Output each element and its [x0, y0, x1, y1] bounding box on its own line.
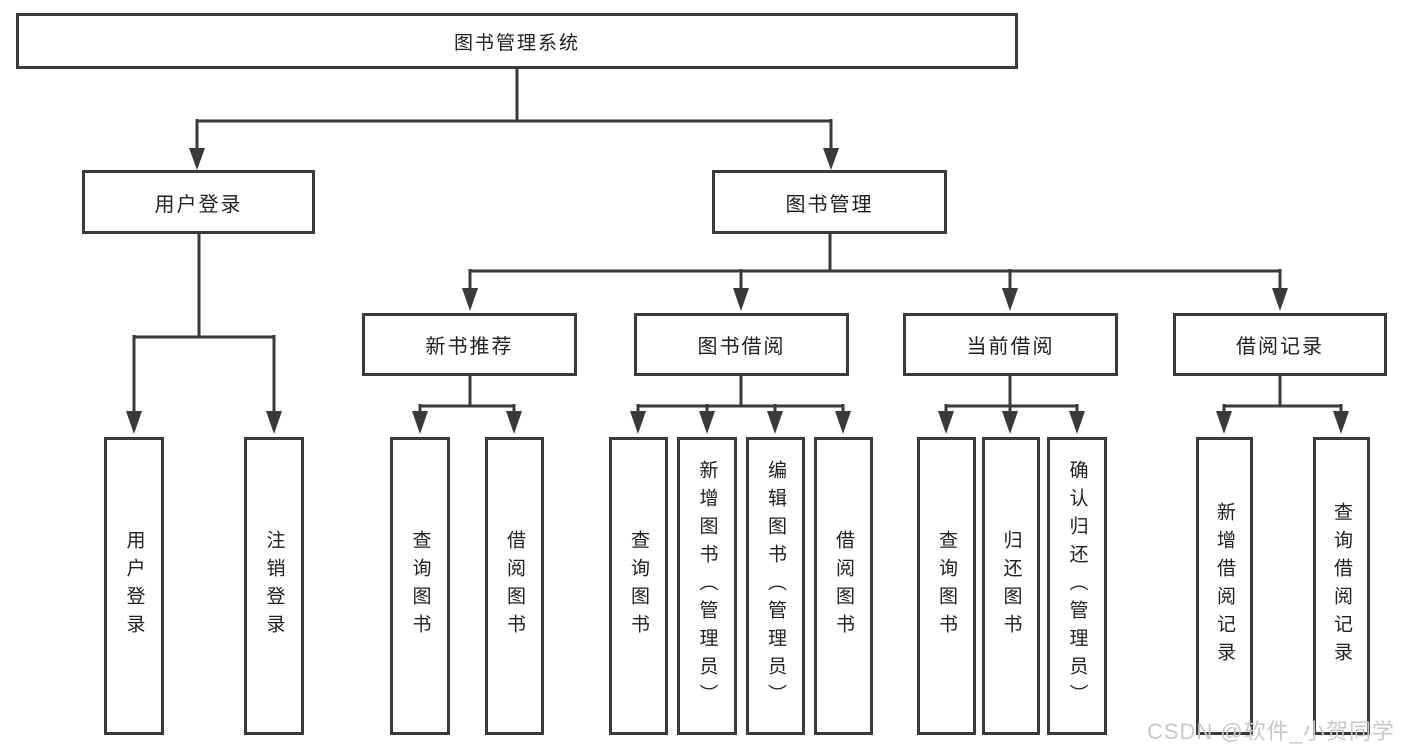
node-user-login: 用户登录: [82, 170, 315, 234]
node-label: 查询图书: [936, 530, 957, 642]
node-new-book-recommend: 新书推荐: [362, 313, 577, 376]
leaf-query-books-2: 查询图书: [609, 437, 668, 735]
leaf-borrow-books-1: 借阅图书: [485, 437, 544, 735]
leaf-borrow-books-2: 借阅图书: [814, 437, 873, 735]
node-label: 图书管理系统: [453, 32, 580, 54]
node-label: 归还图书: [1000, 530, 1022, 642]
node-label: 编辑图书（管理员）: [765, 460, 786, 712]
node-label: 查询借阅记录: [1331, 502, 1352, 670]
node-label: 借阅记录: [1236, 336, 1324, 358]
edge-book-management-split: [462, 234, 1288, 311]
leaf-add-borrow-record: 新增借阅记录: [1196, 437, 1253, 735]
leaf-query-borrow-record: 查询借阅记录: [1313, 437, 1370, 735]
node-label: 新增图书（管理员）: [696, 460, 718, 712]
node-current-borrowing: 当前借阅: [903, 313, 1118, 376]
edge-user-login-split: [126, 234, 282, 434]
node-book-management: 图书管理: [712, 170, 947, 234]
node-label: 用户登录: [154, 193, 243, 216]
node-label: 新增借阅记录: [1214, 502, 1235, 670]
node-label: 当前借阅: [966, 336, 1055, 358]
node-label: 确认归还（管理员）: [1066, 460, 1088, 712]
leaf-user-login: 用户登录: [104, 437, 164, 735]
edge-borrowing-records-split: [1216, 376, 1349, 434]
leaf-return-books: 归还图书: [982, 437, 1040, 735]
edge-current-borrowing-split: [938, 376, 1085, 434]
node-label: 图书借阅: [697, 336, 786, 358]
node-label: 新书推荐: [425, 336, 514, 358]
node-label: 用户登录: [123, 530, 145, 642]
leaf-add-book-admin: 新增图书（管理员）: [677, 437, 737, 735]
leaf-confirm-return-admin: 确认归还（管理员）: [1047, 437, 1107, 735]
node-label: 借阅图书: [504, 530, 525, 642]
leaf-query-books-3: 查询图书: [917, 437, 976, 735]
edge-root-split: [189, 69, 839, 170]
node-book-borrowing: 图书借阅: [634, 313, 849, 376]
leaf-query-books-1: 查询图书: [390, 437, 450, 735]
leaf-edit-book-admin: 编辑图书（管理员）: [746, 437, 805, 735]
node-label: 查询图书: [409, 530, 431, 642]
leaf-logout: 注销登录: [244, 437, 304, 735]
node-label: 借阅图书: [833, 530, 854, 642]
node-label: 查询图书: [628, 530, 649, 642]
node-borrowing-records: 借阅记录: [1173, 313, 1387, 376]
node-label: 注销登录: [263, 530, 285, 642]
edge-book-borrowing-split: [630, 376, 851, 434]
edge-new-book-split: [412, 376, 522, 434]
node-label: 图书管理: [785, 193, 874, 216]
csdn-watermark: CSDN @软件_小贺同学: [1146, 719, 1395, 744]
node-library-system: 图书管理系统: [16, 13, 1018, 69]
